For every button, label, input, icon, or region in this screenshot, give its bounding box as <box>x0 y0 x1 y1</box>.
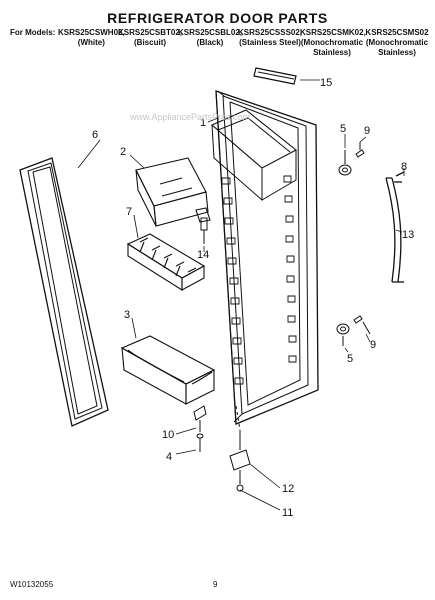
callout-13: 13 <box>402 229 414 241</box>
model-code: KSRS25CSWH02, <box>58 28 125 37</box>
callout-6: 6 <box>92 129 98 141</box>
callout-14: 14 <box>197 249 209 261</box>
page-title: REFRIGERATOR DOOR PARTS <box>107 10 328 26</box>
models-label: For Models: <box>10 28 56 37</box>
model-5: KSRS25CSMK02, (Monochromatic Stainless) <box>300 28 366 58</box>
model-1: KSRS25CSWH02, (White) <box>58 28 125 48</box>
door-panel <box>210 90 319 425</box>
model-2: KSRS25CSBT02, (Biscuit) <box>118 28 182 48</box>
page-number: 9 <box>213 580 218 589</box>
model-finish: (Black) <box>196 38 224 47</box>
door-bin <box>120 335 216 405</box>
callout-3: 3 <box>124 309 130 321</box>
dairy-door <box>135 157 211 227</box>
callout-10: 10 <box>162 429 174 441</box>
model-code: KSRS25CSMS02 <box>365 28 429 37</box>
callout-7: 7 <box>126 206 132 218</box>
shelf-rails <box>221 175 297 385</box>
door-gasket <box>19 157 109 427</box>
upper-hinge-hardware <box>338 142 365 176</box>
callout-4: 4 <box>166 451 172 463</box>
callout-9-upper: 9 <box>364 125 370 137</box>
model-code: KSRS25CSBL02, <box>178 28 243 37</box>
callout-15: 15 <box>320 77 332 89</box>
model-6: KSRS25CSMS02 (Monochromatic Stainless) <box>364 28 430 58</box>
lower-hinge-pin <box>193 405 207 452</box>
lower-hinge-hardware <box>336 315 371 346</box>
callout-5-upper: 5 <box>340 123 346 135</box>
callout-5-lower: 5 <box>347 353 353 365</box>
callout-8: 8 <box>401 161 407 173</box>
model-finish: (Monochromatic Stainless) <box>300 38 364 57</box>
callout-9-lower: 9 <box>370 339 376 351</box>
watermark-text: www.AppliancePartsPros.com <box>129 112 250 122</box>
model-finish: (White) <box>77 38 105 47</box>
model-code: KSRS25CSBT02, <box>118 28 183 37</box>
model-4: KSRS25CSSS02, (Stainless Steel) <box>238 28 302 48</box>
callout-2: 2 <box>120 146 126 158</box>
callout-12: 12 <box>282 483 294 495</box>
model-finish: (Biscuit) <box>134 38 167 47</box>
callout-11: 11 <box>282 507 293 519</box>
callout-1: 1 <box>200 117 206 129</box>
model-finish: (Monochromatic Stainless) <box>365 38 429 57</box>
document-number: W10132055 <box>10 580 54 589</box>
model-code: KSRS25CSMK02, <box>300 28 366 37</box>
bin-clip <box>200 217 208 244</box>
model-3: KSRS25CSBL02, (Black) <box>178 28 242 48</box>
model-code: KSRS25CSSS02, <box>238 28 303 37</box>
door-handle <box>385 171 405 283</box>
model-finish: (Stainless Steel) <box>239 38 301 47</box>
egg-tray <box>126 233 206 291</box>
leader-lines <box>77 79 405 511</box>
trim-piece <box>253 67 297 85</box>
